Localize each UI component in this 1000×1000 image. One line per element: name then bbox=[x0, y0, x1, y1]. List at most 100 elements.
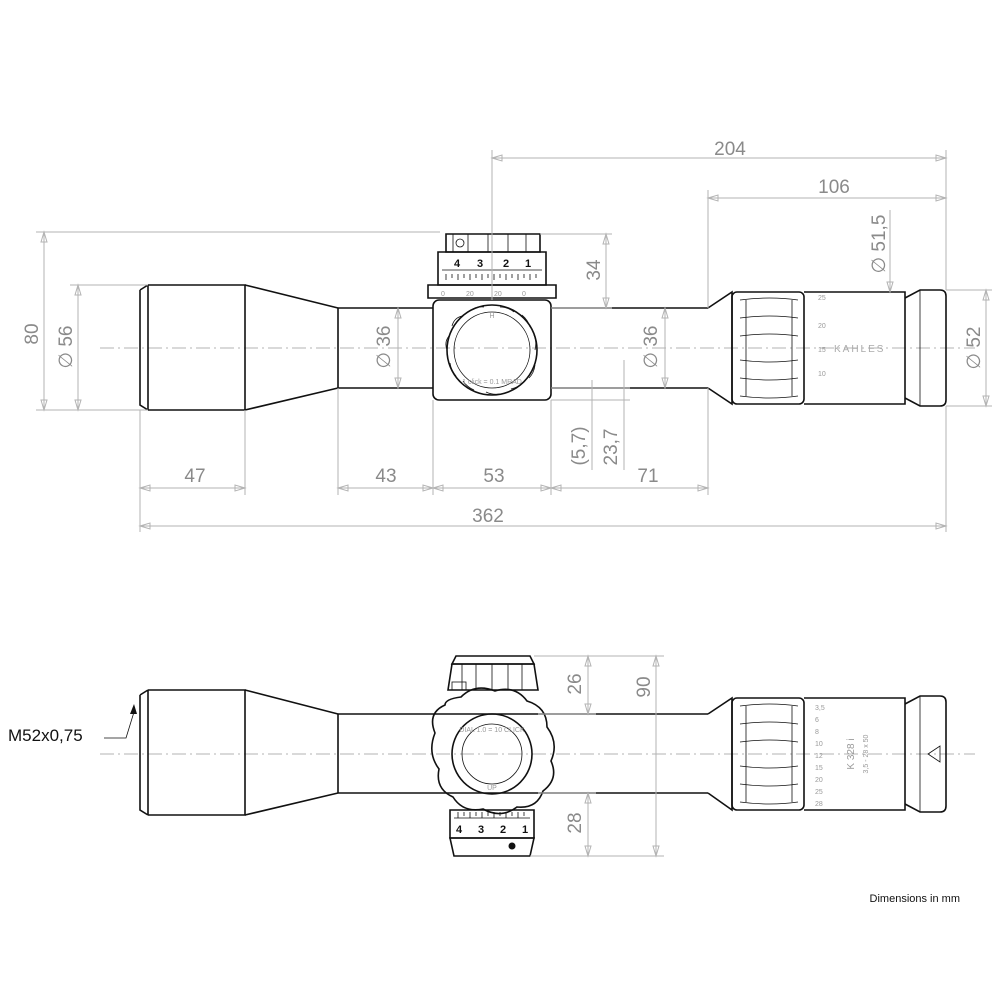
power-scale: 28 25 20 15 12 10 8 6 3,5 bbox=[815, 705, 825, 808]
side-eyepiece-body bbox=[804, 697, 906, 811]
power-ring-grip bbox=[739, 297, 799, 399]
side-tube bbox=[337, 713, 708, 794]
dim-515-arrow bbox=[886, 281, 894, 294]
brand-label: KAHLES bbox=[834, 344, 885, 355]
turret-mark-a: 0 bbox=[441, 291, 445, 298]
thread-leader-arrow bbox=[130, 704, 137, 714]
dim-36-front-text: ∅ 36 bbox=[374, 326, 395, 369]
lower-turret-cap bbox=[449, 837, 535, 857]
objective-bell bbox=[139, 284, 246, 411]
side-objective-taper bbox=[244, 689, 339, 816]
parallax-knob-grip bbox=[445, 306, 537, 395]
side-power-ring-grip bbox=[739, 703, 799, 805]
model-label: K 328 i bbox=[846, 738, 857, 769]
units-note: Dimensions in mm bbox=[870, 893, 960, 905]
dim-56-text: ∅ 56 bbox=[56, 326, 77, 369]
dim-52-value: 52 bbox=[964, 327, 985, 348]
dim-36-front-value: 36 bbox=[374, 326, 395, 347]
dim-71-arrows bbox=[549, 484, 710, 492]
dim-106-text: 106 bbox=[818, 177, 850, 198]
windage-knob-outline bbox=[431, 687, 555, 815]
dim-515-value: 51,5 bbox=[869, 215, 890, 252]
dim-90-arrows bbox=[652, 654, 660, 858]
dim-28-text: 28 bbox=[565, 812, 586, 833]
dim-71-text: 71 bbox=[637, 466, 658, 487]
knob-up-text: UP bbox=[487, 785, 497, 792]
ocular-triangle-mark bbox=[927, 745, 941, 763]
knob-dial-text: DIAL 1.0 = 10 CLICK bbox=[459, 727, 525, 734]
turret-mark-b: 20 bbox=[466, 291, 474, 298]
objective-taper bbox=[244, 284, 339, 411]
turret-mark-d: 0 bbox=[522, 291, 526, 298]
thread-label: M52x0,75 bbox=[8, 726, 83, 745]
side-view: DIAL 1.0 = 10 CLICK UP 4 3 2 1 28 25 20 … bbox=[8, 654, 975, 858]
side-knob-h: H bbox=[489, 313, 494, 320]
dim-34-text: 34 bbox=[584, 259, 605, 281]
dim-36-rear-text: ∅ 36 bbox=[641, 326, 662, 369]
eyepiece-scale-20: 20 bbox=[818, 323, 826, 330]
power-scale-35: 3,5 bbox=[815, 705, 825, 712]
dim-106-arrows bbox=[706, 194, 948, 202]
diameter-symbol: ∅ bbox=[374, 352, 395, 369]
eyepiece-scale-15: 15 bbox=[818, 347, 826, 354]
side-power-ring bbox=[731, 697, 805, 811]
power-scale-28: 28 bbox=[815, 801, 823, 808]
dim-43-text: 43 bbox=[375, 466, 396, 487]
eyepiece-body bbox=[804, 291, 906, 405]
power-scale-20: 20 bbox=[815, 777, 823, 784]
power-scale-8: 8 bbox=[815, 729, 819, 736]
dim-53-text: 53 bbox=[483, 466, 504, 487]
turret-cap-grip bbox=[452, 234, 527, 252]
power-scale-6: 6 bbox=[815, 717, 819, 724]
eyepiece-scale-25: 25 bbox=[818, 295, 826, 302]
side-ocular bbox=[904, 695, 947, 813]
dim-57-text: (5,7) bbox=[569, 426, 590, 465]
turret-scale-4: 4 bbox=[454, 258, 461, 270]
thread-leader bbox=[104, 711, 135, 739]
turret-cap bbox=[445, 233, 541, 253]
power-scale-10: 10 bbox=[815, 741, 823, 748]
side-knob-click: 1 click = 0.1 MRAD bbox=[462, 379, 522, 386]
dim-26-arrows bbox=[584, 654, 592, 716]
dim-90-text: 90 bbox=[634, 676, 655, 697]
dim-80-text: 80 bbox=[22, 323, 43, 344]
diameter-symbol: ∅ bbox=[641, 352, 662, 369]
eyepiece-scale-10: 10 bbox=[818, 371, 826, 378]
parallax-knob-inner bbox=[453, 311, 531, 389]
top-view: H 1 click = 0.1 MRAD 4 3 2 1 0 20 20 0 2… bbox=[22, 139, 992, 532]
power-ring bbox=[731, 291, 805, 405]
dim-47-text: 47 bbox=[184, 466, 205, 487]
dim-237-text: 23,7 bbox=[601, 429, 622, 466]
dim-52-arrows bbox=[982, 288, 990, 408]
power-scale-15: 15 bbox=[815, 765, 823, 772]
turret-scale-2: 2 bbox=[503, 258, 509, 270]
turret-lock-dot bbox=[455, 238, 465, 248]
turret-scale-1: 1 bbox=[525, 258, 531, 270]
upper-turret-lock bbox=[451, 681, 467, 691]
upper-turret bbox=[447, 663, 539, 691]
dim-47-arrows bbox=[138, 484, 247, 492]
dim-362-arrows bbox=[138, 522, 948, 530]
dim-43-arrows bbox=[336, 484, 435, 492]
dim-36-front-arrows bbox=[394, 306, 402, 390]
dim-80-arrows bbox=[40, 230, 48, 412]
dim-26-text: 26 bbox=[565, 673, 586, 694]
windage-scale-1: 1 bbox=[522, 824, 528, 836]
dim-204-arrows bbox=[490, 154, 948, 162]
dim-52-text: ∅ 52 bbox=[964, 327, 985, 370]
lower-turret-dot bbox=[508, 842, 516, 850]
dim-56-value: 56 bbox=[56, 326, 77, 347]
windage-scale-2: 2 bbox=[500, 824, 506, 836]
windage-knob-inner bbox=[461, 723, 523, 785]
power-scale-12: 12 bbox=[815, 753, 823, 760]
dim-204-text: 204 bbox=[714, 139, 746, 160]
windage-knob-face bbox=[451, 713, 533, 795]
lower-turret-ticks bbox=[454, 812, 530, 819]
dim-28-arrows bbox=[584, 791, 592, 858]
ocular bbox=[904, 289, 947, 407]
turret-mark-c: 20 bbox=[494, 291, 502, 298]
dim-515-text: ∅ 51,5 bbox=[869, 215, 890, 274]
diameter-symbol: ∅ bbox=[869, 257, 890, 274]
upper-turret-grip bbox=[461, 664, 523, 690]
upper-turret-cap bbox=[450, 655, 536, 665]
